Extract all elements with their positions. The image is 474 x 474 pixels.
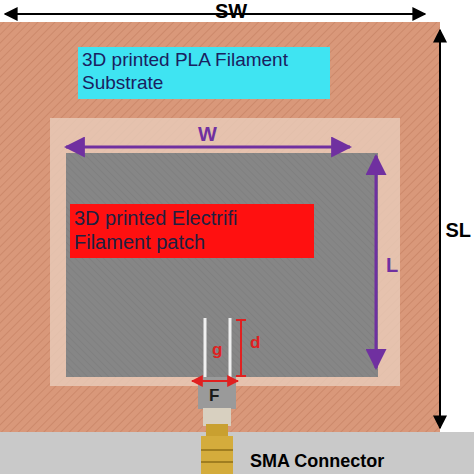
l-dimension [375, 156, 378, 368]
sl-dimension [439, 30, 441, 428]
d-bracket [240, 320, 242, 376]
dimension-label: d [250, 334, 260, 351]
f-dimension [192, 380, 238, 382]
solder [203, 408, 231, 426]
substrate [0, 22, 440, 434]
dimension-label: SL [445, 220, 471, 240]
w-dimension [66, 146, 350, 149]
sma-flange [206, 424, 228, 436]
slot [229, 318, 232, 377]
dimension-label: W [198, 124, 217, 144]
dimension-label: F [209, 387, 219, 404]
sma-body [201, 436, 233, 474]
slot [204, 318, 207, 377]
tape [50, 118, 400, 386]
label-box: 3D printed Electrifi Filament patch [70, 204, 314, 258]
patch [66, 153, 378, 377]
sma-ridge [201, 449, 233, 451]
dimension-label: L [386, 255, 398, 275]
dimension-label: SMA Connector [250, 452, 384, 470]
dimension-label: g [212, 341, 222, 358]
box-text: 3D printed Electrifi Filament patch [74, 206, 310, 254]
dimension-label: SW [215, 1, 247, 21]
label-box: 3D printed PLA Filament Substrate [78, 47, 330, 99]
d-bracket [236, 375, 246, 377]
bottom-band [0, 432, 474, 474]
box-text: 3D printed PLA Filament Substrate [82, 49, 326, 95]
sma-ridge [201, 461, 233, 463]
d-bracket [236, 319, 246, 321]
